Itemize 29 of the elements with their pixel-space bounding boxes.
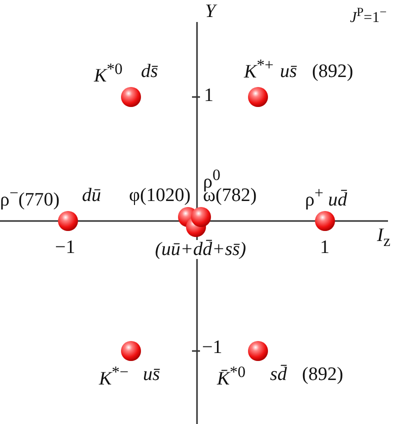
particle-label: φ(1020) (129, 186, 191, 205)
tick-label: 1 (204, 86, 214, 105)
particle-label: K̄$^{*0}$ (217, 365, 246, 388)
axis-title: I$_{z}$ (377, 226, 390, 250)
particle-label: (892) (302, 365, 344, 384)
axis-title: Y (205, 2, 216, 21)
particle-label: sd̄ (270, 365, 287, 384)
particle-label: ρ$^{−}$(770) (0, 186, 60, 210)
particle-label: ρ$^{+}$ ud̄ (305, 186, 348, 210)
particle-label: K$^{*−}$ (99, 365, 129, 388)
particle-label: us̄ (143, 365, 160, 384)
particle-label: K$^{*+}$ (244, 58, 274, 82)
particle-sphere (315, 211, 335, 231)
particle-label: (892) (312, 62, 354, 81)
particle-label: us̄ (280, 62, 297, 81)
particle-sphere (121, 341, 141, 361)
particle-label: dū (82, 186, 101, 205)
tick-label: −1 (55, 238, 76, 257)
particle-label: ds̄ (141, 62, 158, 81)
particle-label: K$^{*0}$ (94, 62, 123, 86)
tick-label: 1 (320, 238, 330, 257)
particle-sphere (248, 341, 268, 361)
particle-sphere (58, 211, 78, 231)
particle-sphere (191, 207, 211, 227)
tick-label: −1 (202, 338, 222, 357)
particle-sphere (248, 87, 268, 107)
particle-label: (uū+dd̄+ss̄) (155, 240, 246, 259)
quantum-number-label: J$^{P}$=1$^{−}$ (350, 6, 387, 26)
particle-sphere (121, 87, 141, 107)
